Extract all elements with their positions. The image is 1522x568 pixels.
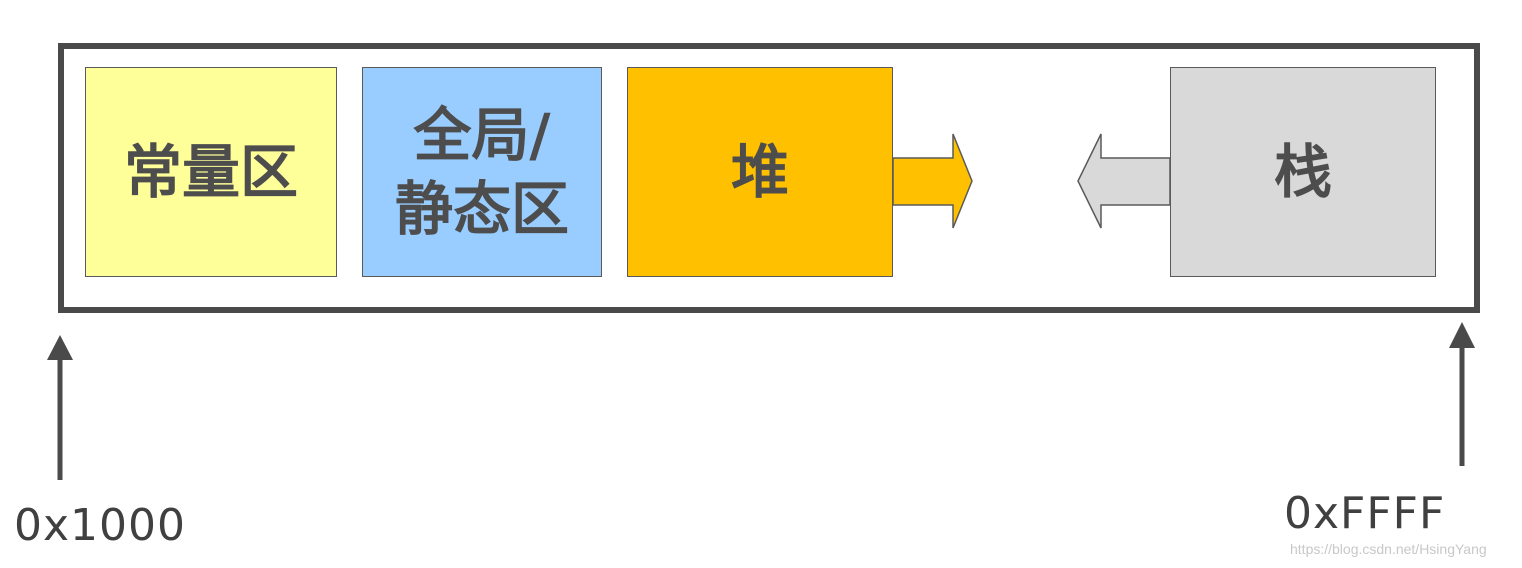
- global-static-region: 全局/ 静态区: [362, 67, 602, 277]
- high-address-label: 0xFFFF: [1284, 488, 1446, 539]
- heap-region: 堆: [627, 67, 893, 277]
- memory-layout-frame: [58, 43, 1480, 313]
- low-address-arrow: [47, 335, 73, 480]
- global-static-label-line2: 静态区: [394, 175, 569, 243]
- global-static-label-line1: 全局/: [413, 101, 551, 169]
- stack-region: 栈: [1170, 67, 1436, 277]
- heap-region-label: 堆: [730, 138, 789, 206]
- high-address-arrow: [1449, 322, 1475, 466]
- watermark-text: https://blog.csdn.net/HsingYang: [1290, 541, 1487, 557]
- constant-region-label: 常量区: [123, 138, 298, 206]
- low-address-label: 0x1000: [14, 500, 187, 551]
- stack-region-label: 栈: [1273, 138, 1332, 206]
- constant-region: 常量区: [85, 67, 337, 277]
